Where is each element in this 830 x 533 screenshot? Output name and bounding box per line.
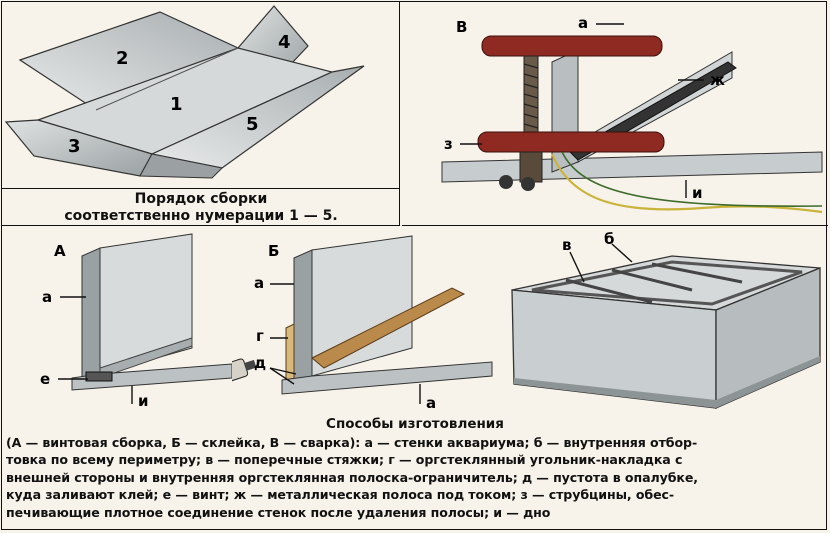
bottom-glass	[441, 151, 823, 183]
bottom-glass-b	[281, 361, 493, 395]
part-label-e: е	[40, 370, 50, 388]
assembly-caption-line1: Порядок сборки	[134, 191, 268, 207]
part-label-a-A: а	[42, 288, 52, 306]
legend: (А — винтовая сборка, Б — склейка, В — с…	[6, 434, 824, 521]
number-3: 3	[68, 136, 81, 157]
part-label-i: и	[692, 184, 703, 202]
assembly-drawing: 1 2 3 4 5	[4, 5, 365, 179]
part-label-v: в	[562, 236, 572, 254]
legend-title: Способы изготовления	[326, 416, 504, 432]
part-label-d: д	[254, 354, 266, 372]
wire	[550, 153, 823, 214]
assembly-caption: Порядок сборки соответственно нумерации …	[2, 188, 400, 225]
wall-glass-a	[81, 247, 101, 381]
legend-line: внешней стороны и внутренняя оргстеклянн…	[6, 469, 698, 485]
part-label-a: а	[578, 14, 588, 32]
method-letter-v: В	[456, 18, 467, 36]
cross-bar	[565, 278, 653, 304]
part-label-a-B2: а	[426, 394, 436, 412]
glue-tube	[232, 358, 257, 395]
method-v-panel: В а ж з и	[402, 2, 828, 226]
method-a-panel: А а е и	[2, 228, 232, 414]
number-5: 5	[246, 114, 259, 135]
legend-line: куда заливают клей; е — винт; ж — металл…	[6, 487, 675, 503]
legend-line: (А — винтовая сборка, Б — склейка, В — с…	[6, 435, 698, 450]
number-2: 2	[116, 48, 129, 69]
screw	[85, 371, 113, 382]
assembly-panel: 1 2 3 4 5 Порядок сборки соответственно …	[2, 2, 400, 226]
part-label-z: з	[444, 135, 453, 153]
assembly-caption-line2: соответственно нумерации 1 — 5.	[64, 208, 338, 224]
part-label-a-B: а	[254, 274, 264, 292]
number-1: 1	[170, 94, 183, 115]
number-4: 4	[278, 32, 291, 53]
part-label-i-A: и	[138, 392, 149, 410]
gluing-drawing: Б а г д а	[232, 235, 493, 412]
method-b-panel: Б а г д а	[232, 228, 502, 414]
aquarium-panel: в б	[502, 228, 828, 414]
glue-strip	[311, 287, 466, 369]
legend-line: товка по всему периметру; в — поперечные…	[6, 452, 683, 468]
legend-line: печивающие плотное соединение стенок пос…	[6, 504, 551, 520]
aquarium-drawing: в б	[511, 230, 821, 409]
wall-glass-b	[293, 249, 313, 383]
method-letter-b: Б	[268, 242, 279, 260]
part-label-g: г	[256, 327, 264, 345]
clamp-top	[481, 35, 663, 57]
part-label-zh: ж	[710, 71, 725, 89]
screw-assembly-drawing: А а е и	[40, 233, 232, 410]
welding-drawing: В а ж з и	[441, 14, 823, 214]
part-label-b: б	[604, 230, 614, 248]
clamp-bottom	[477, 131, 665, 153]
method-letter-a: А	[54, 242, 66, 260]
